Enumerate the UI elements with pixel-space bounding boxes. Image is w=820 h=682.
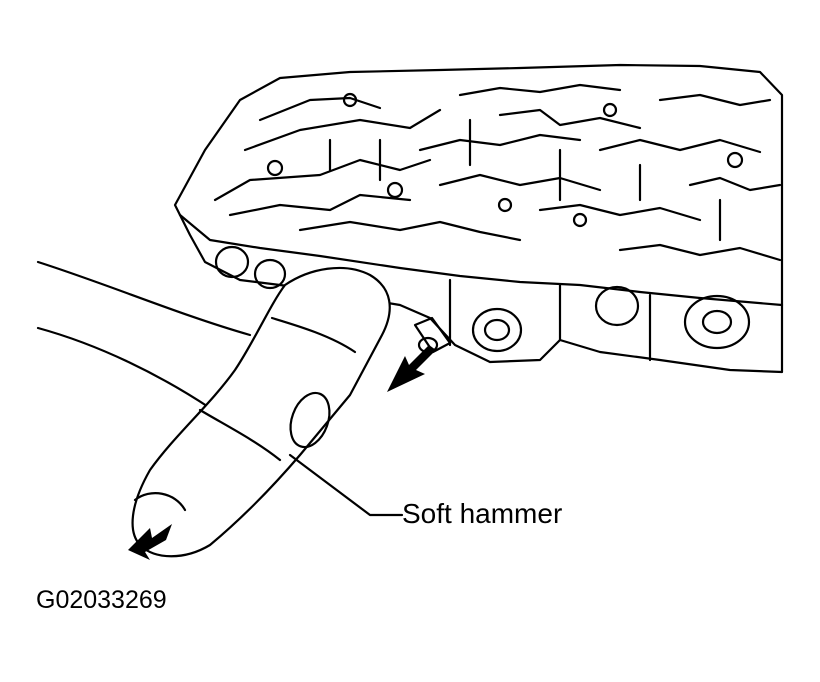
channel [258,96,382,122]
port-hole [214,245,250,279]
pin-direction-arrow [387,345,436,392]
bolt-hole [342,92,358,108]
hammer-handle [36,260,252,337]
channel [458,83,622,97]
bolt-hole [266,159,284,177]
channel [688,176,782,192]
channel [618,243,782,262]
bolt-hole [602,102,618,118]
hammer-tip [133,492,187,512]
strike-direction-arrow [128,524,172,560]
bolt-hole [572,212,588,228]
channel [228,193,412,217]
bolt-hole [386,181,404,199]
figure-id: G02033269 [36,586,167,614]
channel [328,118,722,242]
bolt-hole [497,197,513,213]
hammer-handle [36,326,212,410]
port-hole [594,285,640,327]
port-hole [683,294,751,350]
channel [298,220,522,242]
channel [498,108,642,130]
valve-body-front-edge [178,213,784,307]
channel [658,93,772,107]
channel [213,158,432,202]
pin [413,316,452,354]
hammer-head-band [198,408,282,462]
callout-leader [288,453,404,517]
port-hole [701,309,733,335]
channel [438,173,602,192]
port-hole [471,307,523,353]
channel [598,138,762,154]
port-hole [483,318,511,342]
callout-label-soft-hammer: Soft hammer [402,498,563,529]
hammer-head [131,266,391,558]
channel [243,108,442,152]
hammer-head-band [270,316,357,354]
channel [538,203,702,222]
hammer-face [289,391,331,449]
bolt-hole [726,151,744,169]
port-hole [253,258,287,290]
channel [418,133,582,152]
